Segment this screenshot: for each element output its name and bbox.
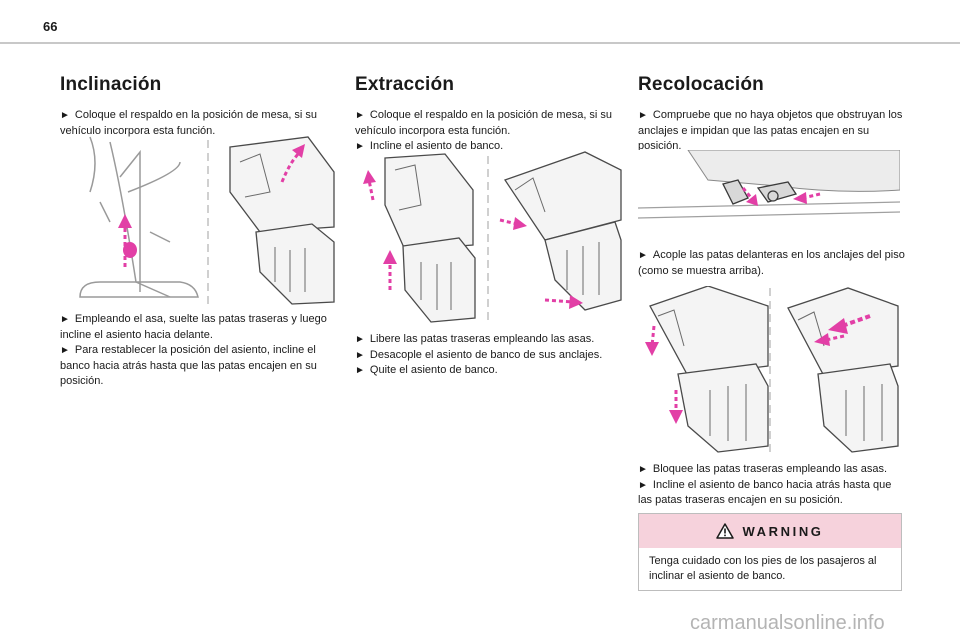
bullet-arrow-icon: ►	[60, 314, 70, 325]
instruction: ► Libere las patas traseras empleando las…	[355, 332, 623, 348]
warning-triangle-icon	[716, 523, 735, 539]
instruction-text: Para restablecer la posición del asiento…	[60, 344, 317, 387]
lower-arrow-icon	[645, 325, 683, 424]
section-recolocacion-step1: ►Acople las patas delanteras en los ancl…	[638, 248, 906, 279]
illustration-reattach-seat	[645, 286, 899, 453]
instruction-text: Desacople el asiento de banco de sus anc…	[369, 348, 603, 361]
instruction: ► Desacople el asiento de banco de sus an…	[355, 348, 623, 364]
section-recolocacion-steps: ► Bloquee las patas traseras empleando la…	[638, 462, 906, 509]
tilt-arrow-icon	[280, 144, 305, 183]
section-inclinacion: Inclinación ►Coloque el respaldo en la p…	[60, 74, 328, 139]
section-extraccion-steps: ► Libere las patas traseras empleando las…	[355, 332, 623, 379]
instruction-text: Incline el asiento de banco hacia atrás …	[638, 478, 892, 507]
instruction: ►Coloque el respaldo en la posición de m…	[355, 108, 623, 139]
warning-header: WARNING	[639, 514, 901, 548]
bullet-arrow-icon: ►	[638, 479, 648, 491]
bullet-arrow-icon: ►	[638, 110, 648, 121]
instruction-text: Libere las patas traseras empleando las …	[369, 333, 595, 345]
bullet-arrow-icon: ►	[355, 334, 365, 345]
bullet-arrow-icon: ►	[638, 464, 648, 475]
illustration-remove-seat	[363, 151, 622, 323]
section-recolocacion: Recolocación ►Compruebe que no haya obje…	[638, 74, 906, 155]
rotate-back-arrow-icon	[814, 314, 871, 346]
bullet-arrow-icon: ►	[60, 345, 70, 356]
bullet-arrow-icon: ►	[355, 349, 365, 361]
bullet-arrow-icon: ►	[60, 110, 70, 121]
instruction: ►Coloque el respaldo en la posición de m…	[60, 108, 328, 139]
section-title: Recolocación	[638, 74, 764, 95]
anchor-arrow-icon	[741, 187, 821, 206]
instruction-text: Compruebe que no haya objetos que obstru…	[638, 109, 903, 152]
warning-box: WARNING Tenga cuidado con los pies de lo…	[638, 513, 902, 591]
instruction: ►Empleando el asa, suelte las patas tras…	[60, 312, 328, 343]
instruction: ►Para restablecer la posición del asient…	[60, 343, 328, 390]
watermark: carmanualsonline.info	[690, 612, 885, 634]
header-rule	[0, 42, 960, 44]
section-inclinacion-steps: ►Empleando el asa, suelte las patas tras…	[60, 312, 328, 390]
instruction: ►Acople las patas delanteras en los ancl…	[638, 248, 906, 279]
instruction-text: Bloquee las patas traseras empleando las…	[652, 463, 888, 475]
bullet-arrow-icon: ►	[355, 141, 365, 152]
instruction: ►Compruebe que no haya objetos que obstr…	[638, 108, 906, 155]
page-number: 66	[43, 19, 58, 34]
instruction: ►Incline el asiento de banco hacia atrás…	[638, 478, 906, 509]
instruction-text: Coloque el respaldo en la posición de me…	[355, 109, 613, 137]
release-arrow-icon	[363, 170, 397, 290]
bullet-arrow-icon: ►	[355, 365, 365, 376]
section-title: Inclinación	[60, 74, 162, 95]
handle-arrow-icon	[118, 214, 137, 267]
instruction-text: Acople las patas delanteras en los ancla…	[638, 249, 905, 277]
illustration-tilt-seat	[79, 136, 335, 305]
illustration-floor-anchors	[638, 150, 900, 232]
instruction: ► Quite el asiento de banco.	[355, 363, 623, 379]
bullet-arrow-icon: ►	[355, 110, 365, 121]
warning-text: Tenga cuidado con los pies de los pasaje…	[649, 555, 877, 582]
instruction-text: Coloque el respaldo en la posición de me…	[60, 109, 318, 137]
instruction-text: Quite el asiento de banco.	[369, 364, 498, 376]
section-title: Extracción	[355, 74, 455, 95]
bullet-arrow-icon: ►	[638, 250, 648, 261]
instruction-text: Empleando el asa, suelte las patas trase…	[60, 313, 327, 341]
section-extraccion: Extracción ►Coloque el respaldo en la po…	[355, 74, 623, 155]
instruction: ► Incline el asiento de banco.	[355, 139, 623, 155]
instruction: ► Bloquee las patas traseras empleando la…	[638, 462, 906, 478]
warning-title: WARNING	[742, 523, 824, 539]
detach-arrow-icon	[499, 217, 583, 309]
instruction-text: Incline el asiento de banco.	[369, 140, 504, 152]
